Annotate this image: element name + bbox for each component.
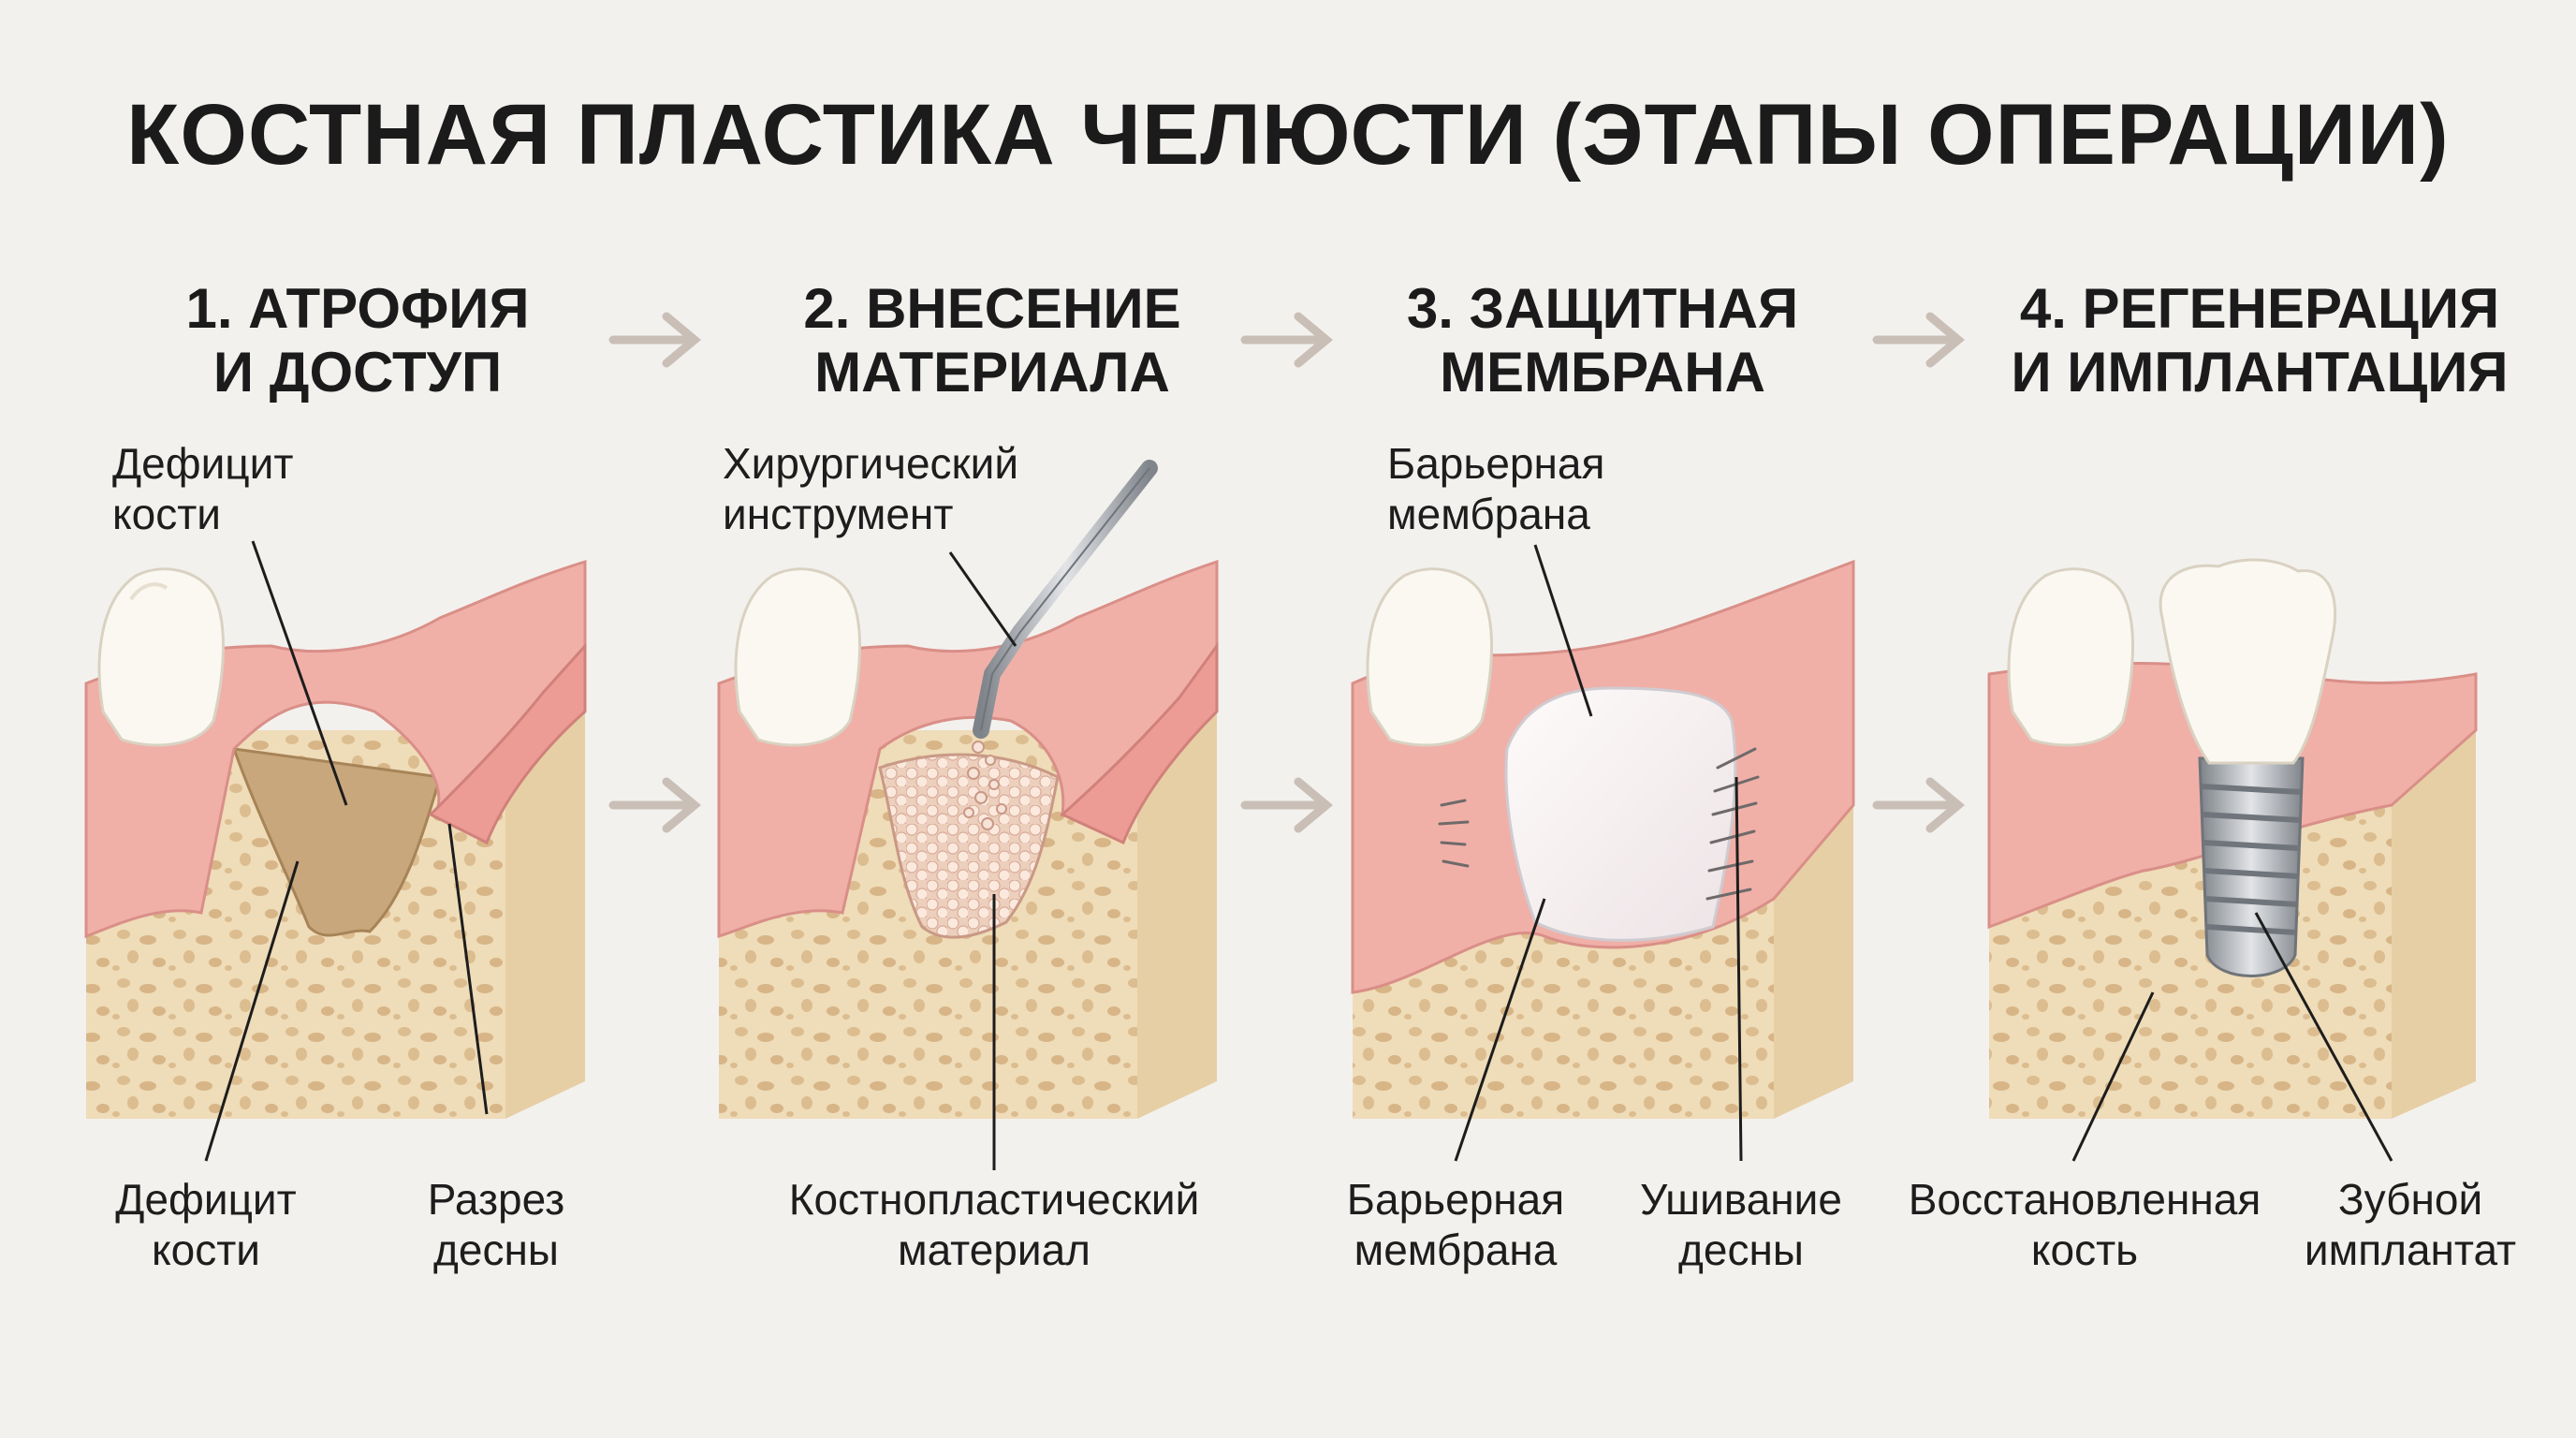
label-surgical-instrument: Хирургический инструмент [723,438,1018,539]
leader-lines [204,540,2393,1170]
label-barrier-membrane-bottom-line-2: мембрана [1354,1225,1558,1274]
label-restored-bone: Восстановленная кость [1893,1174,2276,1275]
label-bone-graft-material: Костнопластический материал [760,1174,1228,1275]
label-barrier-membrane-top-line-1: Барьерная [1387,439,1605,488]
label-bone-graft-material-line-2: материал [897,1225,1091,1274]
label-gum-incision-line-2: десны [433,1225,559,1274]
label-bone-deficit-top: Дефицит кости [112,438,293,539]
stage-3-title-line-1: 3. ЗАЩИТНАЯ [1406,277,1799,340]
right-arrow-icon [1240,312,1334,833]
label-barrier-membrane-top-line-2: мембрана [1387,490,1590,538]
stage-3-title: 3. ЗАЩИТНАЯ МЕМБРАНА [1303,277,1902,404]
label-restored-bone-line-1: Восстановленная [1908,1175,2261,1224]
label-surgical-instrument-line-1: Хирургический [723,439,1019,488]
barrier-membrane [1504,686,1737,942]
label-bone-deficit-bottom-line-1: Дефицит [115,1175,297,1224]
implant-crown [2159,558,2337,765]
label-bone-deficit-top-line-2: кости [112,490,221,538]
label-dental-implant: Зубной имплантат [2275,1174,2546,1275]
stage-2-gum-flap [1060,641,1219,845]
label-barrier-membrane-bottom-line-1: Барьерная [1346,1175,1565,1224]
stage-1-title-line-1: 1. АТРОФИЯ [185,277,530,340]
tooth-icon [1366,567,1493,747]
stage-2-illustration [717,460,1219,1119]
stage-4-title-line-1: 4. РЕГЕНЕРАЦИЯ [2019,277,2500,340]
label-gum-incision-line-1: Разрез [427,1175,565,1224]
label-bone-deficit-bottom-line-2: кости [152,1225,260,1274]
right-arrow-icon [608,312,702,833]
label-surgical-instrument-line-2: инструмент [723,490,954,538]
stage-1-title: 1. АТРОФИЯ И ДОСТУП [58,277,657,404]
stage-1-bone-defect [231,747,442,937]
stage-1-illustration [84,559,587,1119]
label-gum-suturing-line-2: десны [1678,1225,1804,1274]
label-bone-deficit-bottom: Дефицит кости [94,1174,318,1275]
surgical-instrument-icon [973,460,1158,739]
stage-4-title-line-2: И ИМПЛАНТАЦИЯ [2011,341,2509,404]
implant-icon [2198,756,2305,977]
stage-2-title-line-1: 2. ВНЕСЕНИЕ [803,277,1181,340]
tooth-icon [2007,567,2134,747]
label-barrier-membrane-bottom: Барьерная мембрана [1329,1174,1582,1275]
label-dental-implant-line-2: имплантат [2304,1225,2517,1274]
stage-1-title-line-2: И ДОСТУП [212,341,503,404]
page-title: КОСТНАЯ ПЛАСТИКА ЧЕЛЮСТИ (ЭТАПЫ ОПЕРАЦИИ… [126,87,2450,183]
tooth-icon [734,567,861,747]
label-dental-implant-line-1: Зубной [2337,1175,2483,1224]
stage-4-illustration [1987,558,2478,1119]
label-restored-bone-line-2: кость [2030,1225,2139,1274]
label-bone-deficit-top-line-1: Дефицит [112,439,294,488]
label-gum-suturing-line-1: Ушивание [1640,1175,1842,1224]
stage-1-gum-flap [428,642,587,845]
stage-3-title-line-2: МЕМБРАНА [1440,341,1765,404]
label-barrier-membrane-top: Барьерная мембрана [1387,438,1604,539]
label-bone-graft-material-line-1: Костнопластический [788,1175,1200,1224]
suture-icon [1438,747,1760,901]
stage-3-illustration [1351,559,1855,1119]
tooth-icon [97,567,225,747]
label-gum-suturing: Ушивание десны [1619,1174,1863,1275]
stage-4-title: 4. РЕГЕНЕРАЦИЯ И ИМПЛАНТАЦИЯ [1932,277,2576,404]
label-gum-incision: Разрез десны [393,1174,599,1275]
right-arrow-icon [1872,312,1966,833]
stage-2-title: 2. ВНЕСЕНИЕ МАТЕРИАЛА [693,277,1292,404]
stage-2-title-line-2: МАТЕРИАЛА [814,341,1170,404]
falling-granules [963,741,1007,830]
